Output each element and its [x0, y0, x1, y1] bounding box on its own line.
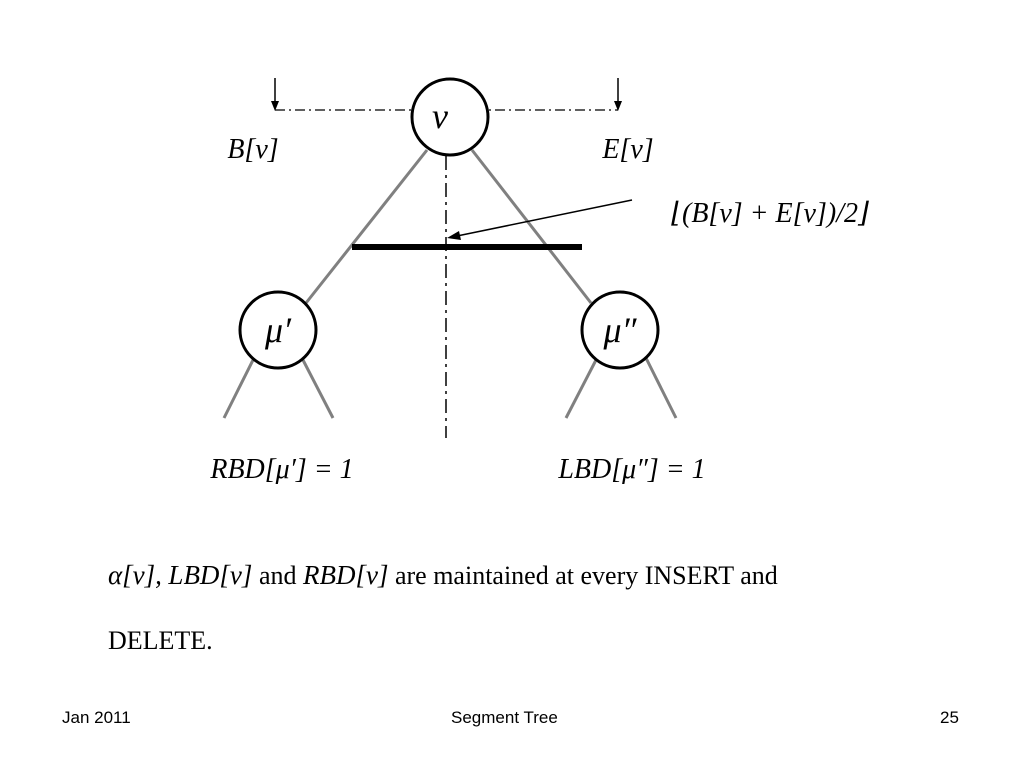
- left-child-condition: RBD[μ′] = 1: [209, 454, 353, 485]
- rbd-term: RBD[v]: [302, 560, 389, 590]
- body-text-delete: DELETE.: [108, 626, 213, 655]
- right-child-node: [580, 290, 660, 370]
- edge-right-right: [644, 357, 678, 419]
- end-label: E[v]: [601, 134, 653, 165]
- edge-right-left: [564, 359, 598, 419]
- root-node: [410, 77, 490, 157]
- edge-left-left: [222, 357, 256, 419]
- footer-title: Segment Tree: [451, 708, 558, 727]
- right-child-condition: LBD[μ″] = 1: [557, 454, 705, 485]
- body-text-line-1: α[v], LBD[v] and RBD[v] are maintained a…: [108, 560, 778, 591]
- edge-root-right: [470, 149, 593, 304]
- begin-label: B[v]: [227, 134, 278, 165]
- edge-left-right: [301, 359, 335, 419]
- footer-page-number: 25: [940, 708, 959, 727]
- begin-arrow: [271, 78, 279, 111]
- footer-date: Jan 2011: [62, 708, 131, 727]
- alpha-term: α[v],: [108, 560, 162, 590]
- and-word: and: [258, 561, 297, 590]
- left-child-node: [238, 290, 318, 370]
- lbd-term: LBD[v]: [168, 560, 253, 590]
- midpoint-formula: ⌊(B[v] + E[v])/2⌋: [671, 198, 869, 229]
- right-child-node-label: μ″: [602, 310, 637, 350]
- body-text-rest: are maintained at every INSERT and: [394, 561, 778, 590]
- root-node-label: v: [432, 96, 448, 136]
- midpoint-arrow: [447, 199, 633, 240]
- body-text-line-2: DELETE.: [108, 626, 213, 656]
- left-child-node-label: μ′: [264, 310, 292, 350]
- end-arrow: [614, 78, 622, 111]
- edge-root-left: [304, 149, 429, 304]
